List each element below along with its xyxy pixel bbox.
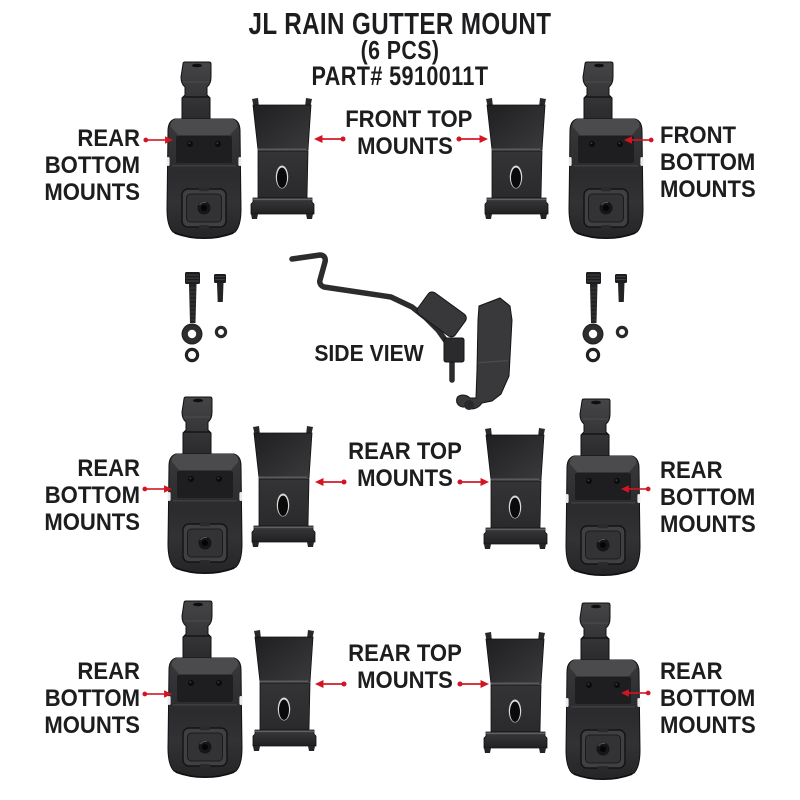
- label-line: REAR: [660, 457, 723, 484]
- label-line: MOUNTS: [357, 667, 453, 694]
- label-line: MOUNTS: [660, 511, 756, 538]
- row2-right-label: REAR BOTTOM MOUNTS: [660, 457, 769, 538]
- row1-center-label: FRONT TOP MOUNTS: [345, 106, 473, 160]
- label-line: REAR TOP: [348, 438, 462, 465]
- pointer-arrow-icon: [315, 678, 347, 690]
- pointer-arrow-icon: [142, 483, 172, 495]
- pointer-arrow-icon: [624, 134, 654, 146]
- pointer-arrow-icon: [315, 476, 347, 488]
- diagram-title: JL RAIN GUTTER MOUNT (6 PCS) PART# 59100…: [0, 6, 800, 91]
- rear-bottom-mount-bracket-row2-left: [167, 396, 243, 574]
- title-piece-count: (6 PCS): [360, 35, 440, 65]
- rear-top-mount-plate-row2-right: [482, 428, 548, 552]
- label-line: REAR: [660, 658, 723, 685]
- label-line: FRONT TOP: [345, 106, 473, 133]
- label-line: MOUNTS: [44, 509, 140, 536]
- label-line: BOTTOM: [44, 482, 140, 509]
- row1-left-label: REAR BOTTOM MOUNTS: [37, 125, 140, 206]
- pointer-arrow-icon: [457, 678, 489, 690]
- label-line: REAR: [77, 455, 140, 482]
- label-line: REAR TOP: [348, 640, 462, 667]
- title-part-number: PART# 5910011T: [311, 61, 489, 91]
- label-line: BOTTOM: [660, 484, 756, 511]
- label-line: BOTTOM: [660, 685, 756, 712]
- label-line: BOTTOM: [660, 149, 756, 176]
- label-line: MOUNTS: [660, 712, 756, 739]
- pointer-arrow-icon: [457, 476, 489, 488]
- row3-center-label: REAR TOP MOUNTS: [345, 640, 465, 694]
- row3-left-label: REAR BOTTOM MOUNTS: [37, 658, 140, 739]
- front-bottom-mount-bracket-row1-right: [568, 61, 644, 239]
- label-line: REAR: [77, 658, 140, 685]
- label-line: MOUNTS: [44, 712, 140, 739]
- row2-left-label: REAR BOTTOM MOUNTS: [37, 455, 140, 536]
- label-line: MOUNTS: [357, 133, 453, 160]
- pointer-arrow-icon: [143, 134, 173, 146]
- pointer-arrow-icon: [621, 483, 651, 495]
- row2-center-label: REAR TOP MOUNTS: [345, 438, 465, 492]
- row1-right-label: FRONT BOTTOM MOUNTS: [660, 122, 769, 203]
- title-product-name: JL RAIN GUTTER MOUNT: [248, 6, 552, 41]
- pointer-arrow-icon: [456, 133, 488, 145]
- label-line: MOUNTS: [660, 176, 756, 203]
- side-view-profile-drawing: [286, 250, 514, 415]
- label-line: MOUNTS: [357, 465, 453, 492]
- rear-top-mount-plate-row3-left: [251, 630, 317, 754]
- pointer-arrow-icon: [314, 133, 346, 145]
- pointer-arrow-icon: [621, 687, 651, 699]
- label-line: FRONT: [660, 122, 737, 149]
- side-view-label: SIDE VIEW: [314, 340, 424, 366]
- rear-top-mount-plate-row3-right: [482, 632, 548, 756]
- bolt-washer-set-icon-left: [178, 271, 234, 363]
- bolt-washer-set-icon-right: [579, 271, 635, 363]
- rear-bottom-mount-bracket-row3-left: [167, 600, 243, 778]
- label-line: BOTTOM: [44, 152, 140, 179]
- rear-bottom-mount-bracket-row1-left: [166, 61, 242, 239]
- row3-right-label: REAR BOTTOM MOUNTS: [660, 658, 769, 739]
- pointer-arrow-icon: [142, 688, 172, 700]
- label-line: MOUNTS: [44, 179, 140, 206]
- front-top-mount-plate-row1-left: [249, 98, 315, 222]
- label-line: REAR: [77, 125, 140, 152]
- front-top-mount-plate-row1-right: [483, 98, 549, 222]
- rear-top-mount-plate-row2-left: [250, 426, 316, 550]
- label-line: BOTTOM: [44, 685, 140, 712]
